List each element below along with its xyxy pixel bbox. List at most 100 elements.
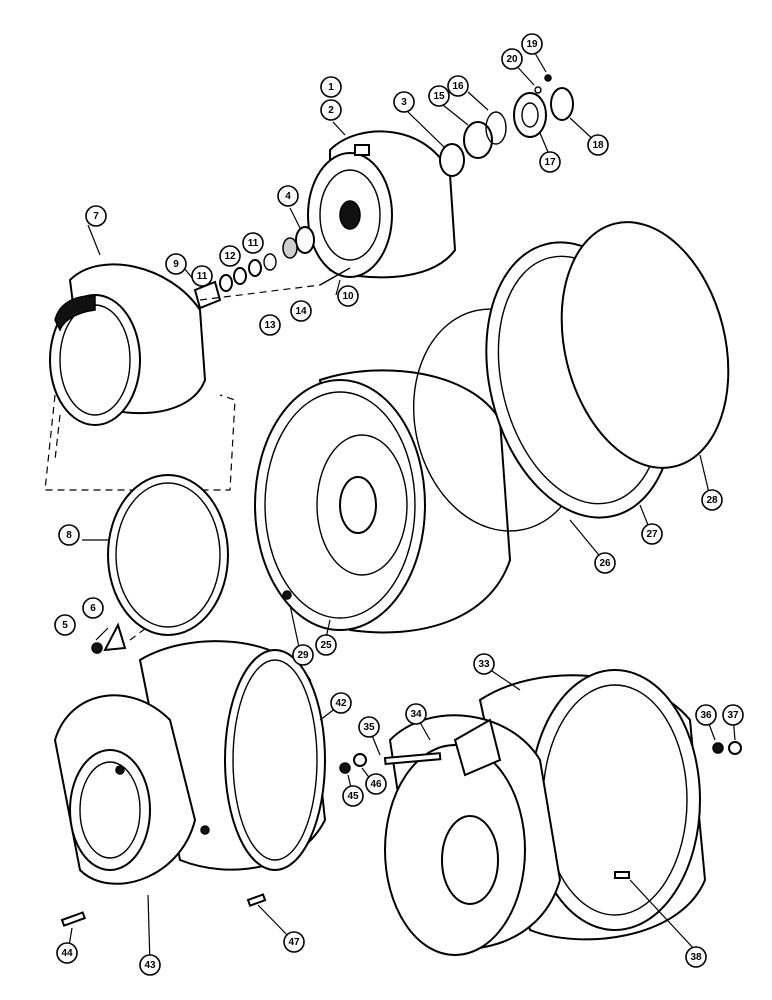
callout-circle — [85, 205, 107, 227]
callout-c44: 44 — [56, 942, 78, 964]
callout-c43: 43 — [139, 954, 161, 976]
callout-label: 18 — [592, 140, 604, 151]
callout-label: 9 — [173, 259, 179, 270]
callout-c47: 47 — [283, 931, 305, 953]
callout-circle — [277, 185, 299, 207]
callout-circle — [428, 85, 450, 107]
callout-label: 15 — [433, 91, 445, 102]
callout-label: 43 — [144, 960, 156, 971]
callout-circle — [701, 489, 723, 511]
callout-circle — [290, 300, 312, 322]
callout-circle — [365, 773, 387, 795]
callout-circle — [219, 245, 241, 267]
callout-label: 37 — [727, 710, 739, 721]
callout-circle — [337, 285, 359, 307]
callout-c12: 12 — [219, 245, 241, 267]
callout-label: 25 — [320, 640, 332, 651]
callout-label: 35 — [363, 722, 375, 733]
callout-label: 28 — [706, 495, 718, 506]
callout-c16: 16 — [447, 75, 469, 97]
callout-c5: 5 — [54, 614, 76, 636]
callout-label: 38 — [690, 952, 702, 963]
callout-circle — [447, 75, 469, 97]
callout-circle — [82, 597, 104, 619]
callout-c15: 15 — [428, 85, 450, 107]
callout-circle — [320, 76, 342, 98]
callout-c3: 3 — [393, 91, 415, 113]
callout-c13: 13 — [259, 314, 281, 336]
callout-label: 1 — [328, 82, 334, 93]
callout-circle — [139, 954, 161, 976]
callout-c25: 25 — [315, 634, 337, 656]
callout-circle — [501, 48, 523, 70]
callout-c28: 28 — [701, 489, 723, 511]
callout-c27: 27 — [641, 523, 663, 545]
callout-c35: 35 — [358, 716, 380, 738]
callout-circle — [292, 644, 314, 666]
callout-c37: 37 — [722, 704, 744, 726]
callout-c34: 34 — [405, 703, 427, 725]
callout-circle — [259, 314, 281, 336]
callout-label: 10 — [342, 291, 354, 302]
callout-circle — [539, 151, 561, 173]
callout-circle — [54, 614, 76, 636]
callout-c45: 45 — [342, 785, 364, 807]
callout-c18: 18 — [587, 134, 609, 156]
callout-circle — [242, 232, 264, 254]
callout-c17: 17 — [539, 151, 561, 173]
callout-c14: 14 — [290, 300, 312, 322]
callout-label: 17 — [544, 157, 556, 168]
callout-c9: 9 — [165, 253, 187, 275]
callout-label: 11 — [197, 271, 208, 282]
callout-circle — [320, 99, 342, 121]
callout-label: 14 — [295, 306, 307, 317]
callout-c7: 7 — [85, 205, 107, 227]
hub-assembly-42 — [53, 640, 327, 885]
bearing-parts — [439, 74, 574, 177]
callout-c26: 26 — [594, 552, 616, 574]
callout-c2: 2 — [320, 99, 342, 121]
callout-circle — [358, 716, 380, 738]
callout-label: 16 — [452, 81, 464, 92]
callout-c19: 19 — [521, 33, 543, 55]
callout-c33: 33 — [473, 653, 495, 675]
callout-group: 1234567891011111213141516171819202526272… — [54, 33, 744, 976]
callout-circle — [594, 552, 616, 574]
callout-label: 7 — [93, 211, 99, 222]
callout-c42: 42 — [330, 692, 352, 714]
callout-label: 44 — [61, 948, 73, 959]
callout-circle — [473, 653, 495, 675]
callout-c8: 8 — [58, 524, 80, 546]
callout-label: 26 — [599, 558, 611, 569]
callout-circle — [165, 253, 187, 275]
callout-label: 47 — [288, 937, 300, 948]
callout-c36: 36 — [695, 704, 717, 726]
callout-c29: 29 — [292, 644, 314, 666]
callout-c38: 38 — [685, 946, 707, 968]
callout-c11b: 11 — [242, 232, 264, 254]
callout-label: 29 — [297, 650, 309, 661]
callout-label: 12 — [224, 251, 236, 262]
callout-label: 36 — [700, 710, 712, 721]
callout-label: 46 — [370, 779, 382, 790]
callout-c1: 1 — [320, 76, 342, 98]
callout-label: 19 — [526, 39, 538, 50]
callout-label: 45 — [347, 791, 359, 802]
callout-label: 2 — [328, 105, 334, 116]
callout-c6: 6 — [82, 597, 104, 619]
cover-part-7 — [49, 263, 207, 426]
callout-circle — [641, 523, 663, 545]
callout-label: 33 — [478, 659, 490, 670]
callout-label: 13 — [264, 320, 276, 331]
hub-assembly — [307, 130, 457, 279]
callout-circle — [685, 946, 707, 968]
callout-circle — [191, 265, 213, 287]
callout-c46: 46 — [365, 773, 387, 795]
callout-circle — [56, 942, 78, 964]
weight-34 — [383, 714, 562, 956]
callout-label: 8 — [66, 530, 72, 541]
callout-circle — [587, 134, 609, 156]
tire-rings — [412, 221, 730, 532]
callout-circle — [283, 931, 305, 953]
